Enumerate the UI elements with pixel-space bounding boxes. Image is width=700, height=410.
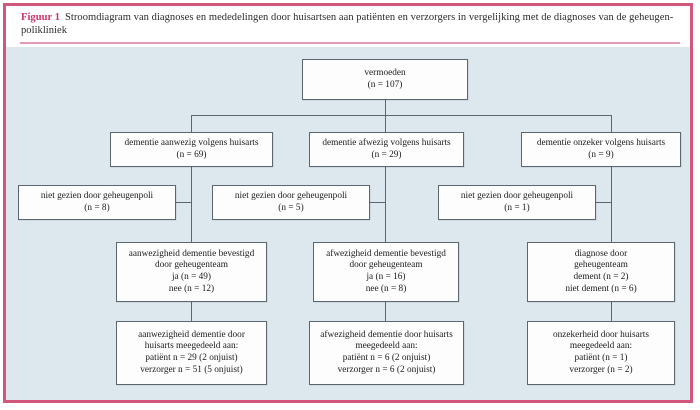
- edge-onzeker-to-niet3: [596, 202, 612, 203]
- edge-root-to-aanwezig: [191, 115, 192, 132]
- node-line: (n = 69): [176, 149, 207, 160]
- node-line: (n = 9): [588, 149, 614, 160]
- node-line: (n = 29): [371, 149, 402, 160]
- node-line: onzekerheid door huisarts: [552, 329, 650, 340]
- node-line: niet gezien door geheugenpoli: [40, 190, 154, 201]
- caption-divider: [20, 42, 680, 44]
- node-line: verzorger n = 6 (2 onjuist): [337, 364, 436, 375]
- node-line: ja (n = 49): [171, 272, 212, 282]
- edge-afwezig-to-niet2: [370, 202, 386, 203]
- edge-onzeker-trunk: [611, 167, 612, 242]
- node-line: niet gezien door geheugenpoli: [460, 190, 574, 201]
- node-line: dement (n = 2): [573, 272, 629, 282]
- edge-root-distribution-bar: [191, 115, 611, 116]
- node-dementie-onzeker[interactable]: dementie onzeker volgens huisarts (n = 9…: [521, 132, 681, 167]
- node-line: door geheugenteam: [154, 260, 229, 271]
- node-niet-gezien-1[interactable]: niet gezien door geheugenpoli (n = 8): [18, 185, 176, 220]
- edge-afwezig-trunk: [385, 167, 386, 242]
- node-meegedeeld-afwezigheid[interactable]: afwezigheid dementie door huisarts meege…: [309, 321, 464, 385]
- node-line: aanwezigheid dementie door: [138, 329, 245, 340]
- figure-caption-text: Stroomdiagram van diagnoses en mededelin…: [21, 12, 674, 36]
- node-dementie-aanwezig[interactable]: dementie aanwezig volgens huisarts (n = …: [110, 132, 273, 167]
- node-line: niet gezien door geheugenpoli: [234, 190, 348, 201]
- node-line: (n = 5): [278, 202, 304, 213]
- node-afwezigheid-bevestigd[interactable]: afwezigheid dementie bevestigd door gehe…: [313, 242, 459, 302]
- node-line: ja (n = 16): [366, 272, 406, 282]
- figure-label: Figuur 1: [21, 12, 61, 23]
- node-line: dementie afwezig volgens huisarts: [322, 137, 451, 148]
- node-line: afwezigheid dementie bevestigd: [326, 248, 446, 259]
- node-line: patiënt n = 29 (2 onjuist): [145, 353, 238, 363]
- node-line: dementie onzeker volgens huisarts: [536, 137, 666, 148]
- node-line: afwezigheid dementie door huisarts: [320, 329, 453, 340]
- edge-root-to-onzeker: [611, 115, 612, 132]
- node-niet-gezien-3[interactable]: niet gezien door geheugenpoli (n = 1): [438, 185, 596, 220]
- node-meegedeeld-onzekerheid[interactable]: onzekerheid door huisarts meegedeeld aan…: [527, 321, 675, 385]
- node-line: (n = 107): [367, 79, 403, 90]
- node-line: dementie aanwezig volgens huisarts: [124, 137, 259, 148]
- flowchart-canvas: vermoeden (n = 107) dementie aanwezig vo…: [6, 47, 690, 400]
- node-aanwezigheid-bevestigd[interactable]: aanwezigheid dementie bevestigd door geh…: [116, 242, 267, 302]
- node-line: verzorger n = 51 (5 onjuist): [140, 364, 243, 375]
- node-line: meegedeeld aan:: [355, 341, 418, 352]
- node-line: door geheugenteam: [349, 260, 423, 271]
- node-line: diagnose door: [574, 248, 628, 259]
- node-vermoeden[interactable]: vermoeden (n = 107): [302, 59, 468, 100]
- node-line: patiënt n = 6 (2 onjuist): [342, 353, 431, 363]
- edge-bevestigd2-to-meeged2: [385, 302, 386, 321]
- node-line: huisarts meegedeeld aan:: [144, 341, 239, 352]
- node-line: (n = 8): [84, 202, 110, 213]
- node-line: niet dement (n = 6): [565, 283, 637, 294]
- edge-root-to-afwezig: [385, 115, 386, 132]
- edge-aanwezig-trunk: [191, 167, 192, 242]
- node-line: meegedeeld aan:: [569, 341, 633, 352]
- node-line: nee (n = 12): [168, 283, 215, 294]
- node-line: aanwezigheid dementie bevestigd: [128, 248, 255, 259]
- edge-root-stem: [385, 100, 386, 115]
- node-niet-gezien-2[interactable]: niet gezien door geheugenpoli (n = 5): [212, 185, 370, 220]
- node-line: verzorger (n = 2): [569, 364, 633, 375]
- edge-aanwezig-to-niet1: [176, 202, 192, 203]
- node-dementie-afwezig[interactable]: dementie afwezig volgens huisarts (n = 2…: [309, 132, 464, 167]
- edge-bevestigd1-to-meeged1: [191, 302, 192, 321]
- node-line: nee (n = 8): [365, 283, 407, 294]
- node-line: geheugenteam: [574, 260, 628, 271]
- node-meegedeeld-aanwezigheid[interactable]: aanwezigheid dementie door huisarts meeg…: [116, 321, 267, 385]
- edge-bevestigd3-to-meeged3: [611, 302, 612, 321]
- node-line: patiënt (n = 1): [574, 353, 628, 363]
- node-line: (n = 1): [504, 202, 530, 213]
- node-line: vermoeden: [364, 67, 406, 78]
- node-diagnose-geheugenteam[interactable]: diagnose door geheugenteam dement (n = 2…: [527, 242, 675, 302]
